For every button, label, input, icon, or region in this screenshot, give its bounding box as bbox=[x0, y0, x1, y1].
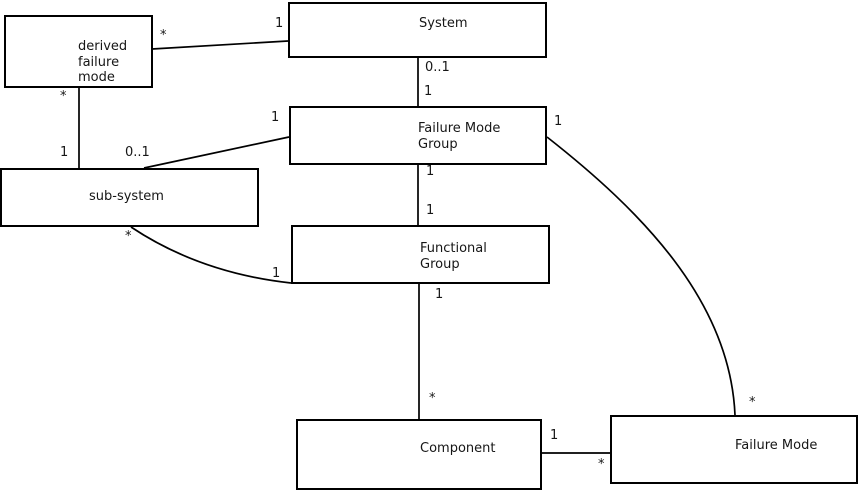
node-failure-mode-group[interactable]: Failure Mode Group bbox=[289, 106, 547, 165]
label-line: Group bbox=[418, 136, 458, 152]
label-line: mode bbox=[78, 70, 115, 85]
node-derived-failure-mode-label: derived failure mode bbox=[78, 39, 127, 86]
mult-fmg-fg-one-bottom: 1 bbox=[426, 203, 435, 218]
node-component-label: Component bbox=[420, 441, 495, 457]
node-component[interactable]: Component bbox=[296, 419, 542, 490]
mult-dfm-system-one: 1 bbox=[275, 16, 284, 31]
label-line: derived bbox=[78, 39, 128, 54]
mult-dfm-system-star: * bbox=[160, 28, 167, 43]
mult-component-fm-one: 1 bbox=[550, 428, 559, 443]
mult-fmg-subsystem-zero-one: 0..1 bbox=[125, 145, 150, 160]
mult-fmg-failuremode-star: * bbox=[749, 395, 756, 410]
connector-fmg-failuremode bbox=[546, 136, 736, 416]
node-derived-failure-mode[interactable]: derived failure mode bbox=[4, 15, 153, 88]
node-failure-mode-label: Failure Mode bbox=[735, 438, 817, 454]
mult-component-fm-star: * bbox=[598, 457, 605, 472]
mult-system-fmg-one: 1 bbox=[424, 84, 433, 99]
mult-fg-component-star: * bbox=[429, 391, 436, 406]
label-line: failure bbox=[78, 54, 120, 70]
label-line: Failure Mode bbox=[735, 438, 818, 453]
mult-fmg-failuremode-one: 1 bbox=[554, 114, 563, 129]
node-sub-system-label: sub-system bbox=[89, 189, 164, 205]
node-sub-system[interactable]: sub-system bbox=[0, 168, 259, 227]
node-system[interactable]: System bbox=[288, 2, 547, 58]
mult-system-fmg-zero-one: 0..1 bbox=[425, 60, 450, 75]
node-failure-mode[interactable]: Failure Mode bbox=[610, 415, 858, 484]
mult-fmg-subsystem-one: 1 bbox=[271, 110, 280, 125]
connector-fmg-subsystem bbox=[143, 136, 290, 169]
label-line: System bbox=[419, 16, 468, 31]
mult-fmg-fg-one-top: 1 bbox=[426, 164, 435, 179]
node-functional-group[interactable]: Functional Group bbox=[291, 225, 550, 284]
mult-dfm-subsystem-star: * bbox=[60, 89, 67, 104]
mult-fg-component-one: 1 bbox=[435, 287, 444, 302]
label-line: Functional bbox=[420, 241, 487, 256]
label-line: Component bbox=[420, 441, 496, 456]
mult-subsystem-fg-star: * bbox=[125, 229, 132, 244]
connector-subsystem-functionalgroup bbox=[130, 226, 292, 284]
node-failure-mode-group-label: Failure Mode Group bbox=[418, 121, 500, 152]
node-system-label: System bbox=[419, 16, 467, 32]
mult-dfm-subsystem-one: 1 bbox=[60, 145, 69, 160]
label-line: Failure Mode bbox=[418, 121, 501, 136]
connector-dfm-system bbox=[151, 40, 289, 50]
mult-subsystem-fg-one: 1 bbox=[272, 266, 281, 281]
node-functional-group-label: Functional Group bbox=[420, 241, 487, 272]
label-line: Group bbox=[420, 256, 460, 272]
label-line: sub-system bbox=[89, 189, 164, 204]
